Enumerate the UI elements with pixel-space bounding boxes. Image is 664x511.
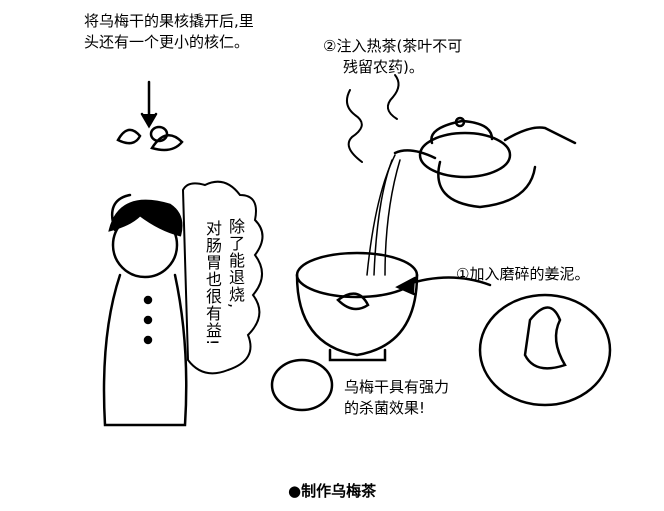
tea-bowl-icon (295, 251, 419, 362)
figure-caption: ●制作乌梅茶 (288, 482, 377, 500)
kernel-note-line1: 将乌梅干的果核撬开后,里 (84, 12, 254, 30)
child-figure-icon (102, 193, 188, 427)
steam-icon (345, 74, 400, 163)
plum-note-line1: 乌梅干具有强力 (344, 378, 450, 396)
arrow-down-icon (140, 80, 158, 129)
health-note-col1: 除了能退烧, (226, 218, 245, 310)
step1-label: ①加入磨碎的姜泥。 (456, 265, 590, 283)
health-note-col2: 对肠胃也很有益! (203, 220, 222, 347)
grated-ginger-plate-icon (478, 293, 612, 407)
tea-stream (366, 154, 401, 276)
kernel-note-line2: 头还有一个更小的核仁。 (84, 33, 250, 51)
speech-cloud (181, 180, 264, 375)
plum-note-line2: 的杀菌效果! (344, 399, 426, 417)
step2-line1: ②注入热茶(茶叶不可 (323, 37, 463, 55)
teapot-icon (393, 116, 577, 209)
arrow-left-icon (395, 276, 492, 296)
plum-kernel-icon (116, 125, 184, 152)
dried-plum-icon (270, 358, 334, 412)
step2-line2: 残留农药)。 (343, 58, 424, 76)
